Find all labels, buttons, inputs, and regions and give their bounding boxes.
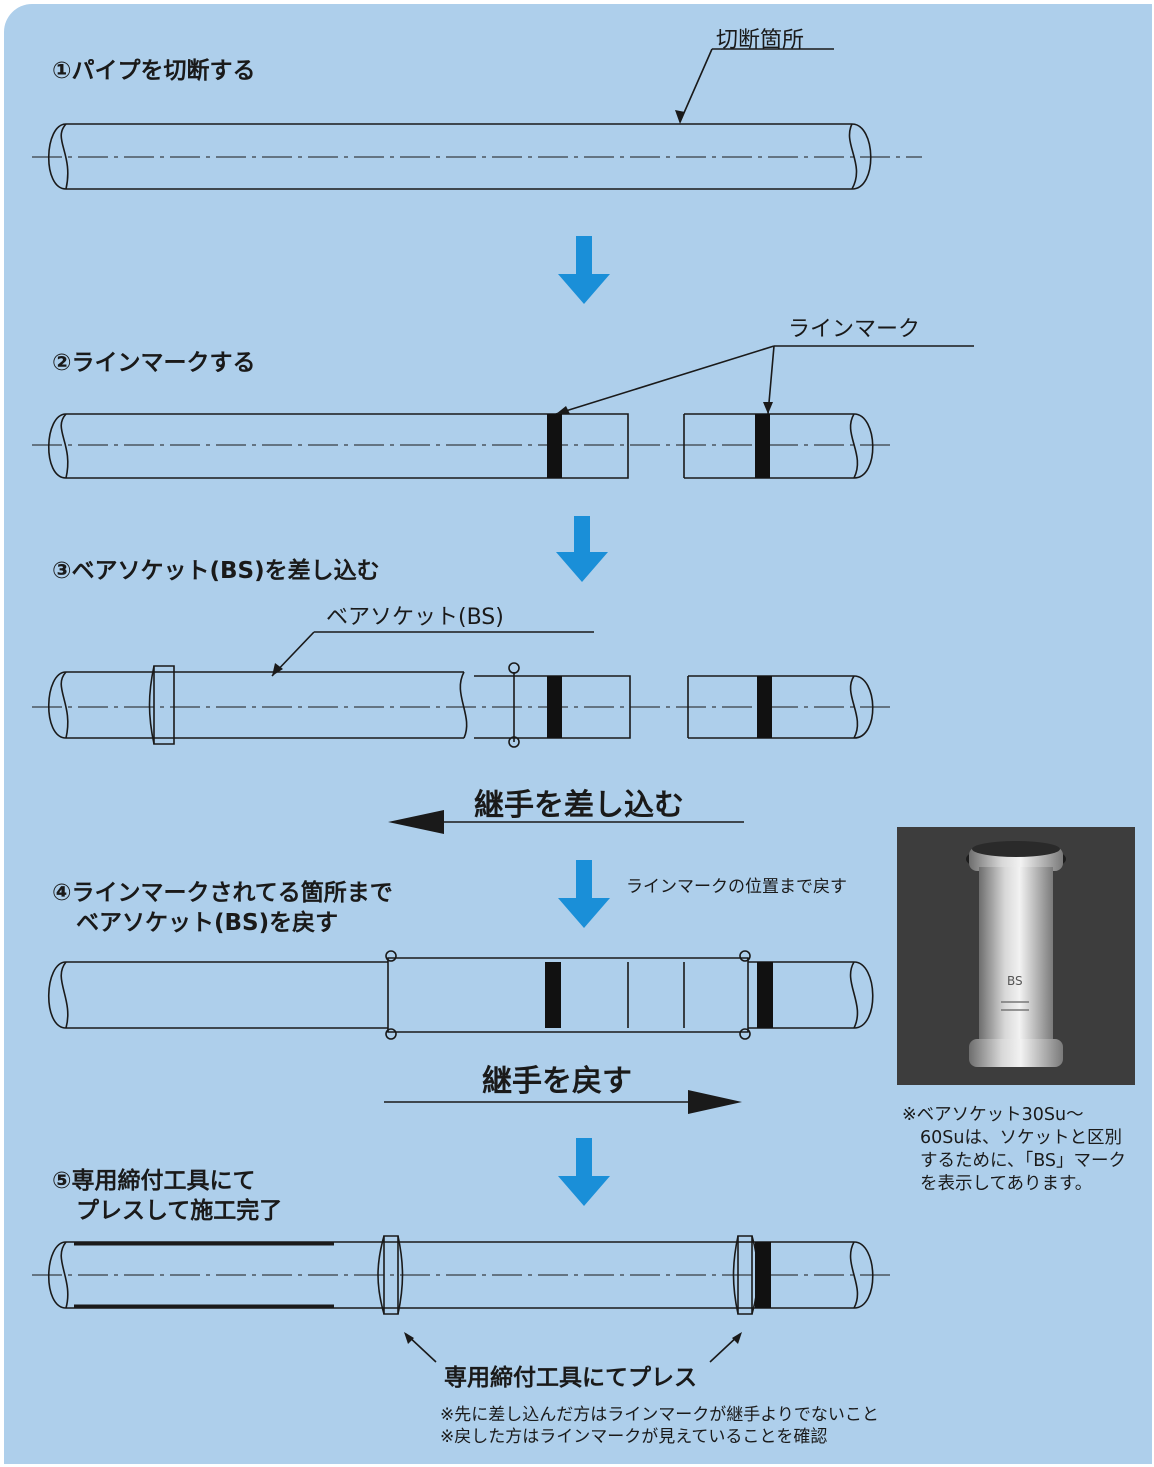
line-mark-label: ラインマーク [788,317,921,342]
insert-arrowhead [388,810,444,834]
step1-title: ①パイプを切断する [52,58,256,84]
photo-caption-line3: するために、「BS」マーク [920,1151,1127,1171]
line-marks [545,414,773,1308]
step5-title-line1: ⑤専用締付工具にて [52,1168,256,1194]
socket-marking: BS [1007,974,1023,988]
pipe-step1 [32,123,922,190]
photo-caption-line4: を表示してあります。 [920,1174,1093,1194]
insert-fitting-label: 継手を差し込む [474,788,684,823]
pipe-drawings [32,48,974,1363]
socket-illustration: BS [966,841,1066,1067]
leader-bs [271,631,594,677]
return-fitting-label: 継手を戻す [482,1064,632,1099]
pipe-step4 [48,950,874,1040]
press-label: 専用締付工具にてプレス [444,1365,697,1391]
note-line2: ※戻した方はラインマークが見えていることを確認 [440,1427,828,1447]
leader-cut [679,48,834,123]
bare-socket-label: ベアソケット(BS) [326,605,504,630]
photo-caption-line1: ※ベアソケット30Su～ [902,1105,1084,1125]
photo-caption-line2: 60Suは、ソケットと区別 [920,1128,1122,1148]
step5-title-line2: プレスして施工完了 [76,1198,283,1224]
pipe-step5 [32,1235,894,1315]
step4-title-line1: ④ラインマークされてる箇所まで [52,880,393,906]
flow-arrows [556,236,610,1206]
diagram-panel: ①パイプを切断する ②ラインマークする ③ベアソケット(BS)を差し込む ④ライ… [4,4,1152,1464]
return-to-mark-label: ラインマークの位置まで戻す [626,877,847,897]
pipe-step3 [32,662,894,748]
note-line1: ※先に差し込んだ方はラインマークが継手よりでないこと [440,1405,879,1425]
step4-title-line2: ベアソケット(BS)を戻す [76,910,339,936]
photo-caption: ※ベアソケット30Su～ 60Suは、ソケットと区別 するために、「BS」マーク… [902,1104,1126,1196]
step3-title: ③ベアソケット(BS)を差し込む [52,558,380,584]
cut-point-label: 切断箇所 [716,28,805,53]
bare-socket-photo: BS [897,827,1135,1085]
return-arrowhead [688,1090,742,1114]
step2-title: ②ラインマークする [52,350,256,376]
